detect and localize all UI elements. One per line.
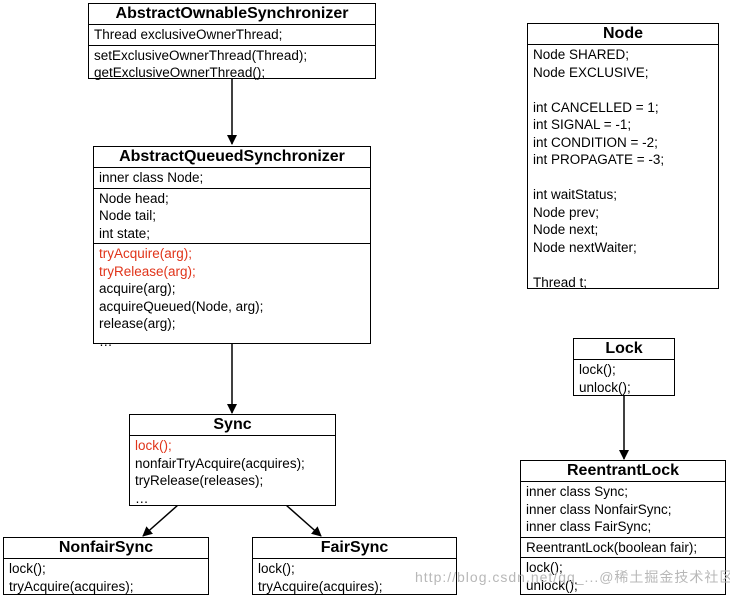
class-member: Node tail; — [99, 208, 157, 223]
class-member: Thread t; — [533, 274, 588, 290]
class-title: AbstractQueuedSynchronizer — [94, 147, 370, 168]
class-member: unlock(); — [579, 379, 631, 395]
class-member: lock(); — [579, 362, 616, 377]
class-member: Node head; — [99, 190, 169, 206]
class-section: inner class Node; — [94, 168, 370, 189]
class-member: … — [135, 490, 149, 506]
arrow-sync-to-nonfair — [142, 504, 179, 537]
arrow-sync-to-fair — [285, 504, 322, 537]
class-section: ReentrantLock(boolean fair); — [521, 538, 725, 558]
highlighted-member: tryAcquire(arg); — [99, 246, 193, 261]
class-member: inner class Node; — [99, 170, 204, 185]
class-title: Lock — [574, 339, 674, 360]
class-section: lock(); unlock(); — [574, 360, 674, 397]
class-member: acquire(arg); — [99, 281, 176, 296]
class-member: int CONDITION = -2; — [533, 134, 658, 150]
class-fair-sync: FairSync lock(); tryAcquire(acquires); — [252, 537, 457, 595]
class-member: lock(); — [258, 561, 295, 576]
class-member: lock(); — [526, 560, 563, 575]
class-member: release(arg); — [99, 316, 176, 331]
highlighted-member: tryRelease(arg); — [99, 263, 196, 279]
class-section: lock(); unlock(); — [521, 558, 725, 595]
class-member: inner class Sync; — [526, 484, 629, 499]
class-member: Node SHARED; — [533, 47, 630, 62]
interface-lock: Lock lock(); unlock(); — [573, 338, 675, 396]
class-member: Node EXCLUSIVE; — [533, 64, 649, 80]
class-member: int PROPAGATE = -3; — [533, 152, 665, 167]
class-title: Sync — [130, 415, 335, 436]
class-member: Thread exclusiveOwnerThread; — [94, 27, 283, 42]
class-member — [533, 81, 713, 99]
class-member: Node prev; — [533, 204, 600, 220]
class-member — [533, 169, 713, 187]
class-section: lock(); nonfairTryAcquire(acquires); tryRe… — [130, 436, 335, 508]
class-title: AbstractOwnableSynchronizer — [89, 4, 375, 25]
class-member: lock(); — [9, 561, 46, 576]
class-member: getExclusiveOwnerThread(); — [94, 65, 266, 80]
class-member: inner class FairSync; — [526, 519, 652, 534]
class-section: Node head; Node tail; int state; — [94, 189, 370, 244]
class-section: tryAcquire(arg); tryRelease(arg); acquire(… — [94, 244, 370, 351]
class-member: int waitStatus; — [533, 187, 618, 202]
class-member: Node nextWaiter; — [533, 239, 637, 255]
class-section: inner class Sync; inner class NonfairSync… — [521, 482, 725, 538]
class-member — [533, 256, 713, 274]
watermark: http://blog.csdn.net/qq_...@稀土掘金技术社区 — [415, 569, 730, 585]
class-member: … — [99, 333, 113, 349]
class-member: tryRelease(releases); — [135, 473, 264, 488]
class-member: nonfairTryAcquire(acquires); — [135, 455, 305, 471]
class-section: lock(); tryAcquire(acquires); — [253, 559, 456, 596]
class-member: tryAcquire(acquires); — [9, 578, 134, 594]
class-member: ReentrantLock(boolean fair); — [526, 539, 698, 555]
class-member: int state; — [99, 225, 151, 241]
class-title: NonfairSync — [4, 538, 208, 559]
class-member: acquireQueued(Node, arg); — [99, 298, 264, 314]
class-member: unlock(); — [526, 577, 578, 593]
class-title: ReentrantLock — [521, 461, 725, 482]
class-section: Thread exclusiveOwnerThread; — [89, 25, 375, 46]
class-member: int SIGNAL = -1; — [533, 117, 632, 132]
class-section: lock(); tryAcquire(acquires); — [4, 559, 208, 596]
class-member: inner class NonfairSync; — [526, 501, 672, 517]
class-member: int CANCELLED = 1; — [533, 99, 659, 115]
class-section: setExclusiveOwnerThread(Thread); getExclu… — [89, 46, 375, 83]
class-title: FairSync — [253, 538, 456, 559]
class-sync: Sync lock(); nonfairTryAcquire(acquires); t… — [129, 414, 336, 506]
class-member: setExclusiveOwnerThread(Thread); — [94, 47, 308, 63]
class-member: tryAcquire(acquires); — [258, 578, 383, 594]
highlighted-member: lock(); — [135, 438, 172, 453]
class-title: Node — [528, 24, 718, 45]
class-member: Node next; — [533, 222, 599, 237]
class-section: Node SHARED; Node EXCLUSIVE; int CANCELLED… — [528, 45, 718, 292]
class-nonfair-sync: NonfairSync lock(); tryAcquire(acquires); — [3, 537, 209, 595]
class-abstract-queued-synchronizer: AbstractQueuedSynchronizer inner class No… — [93, 146, 371, 349]
